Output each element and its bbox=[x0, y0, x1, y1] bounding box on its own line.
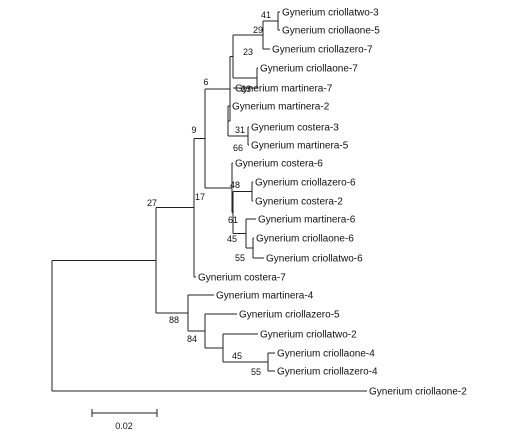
taxon-label: Gynerium criollazero-4 bbox=[277, 367, 378, 378]
bootstrap-value: 23 bbox=[243, 47, 253, 57]
taxon-label: Gynerium criollatwo-3 bbox=[282, 8, 379, 19]
taxon-label: Gynerium criollatwo-2 bbox=[260, 330, 357, 341]
taxon-label: Gynerium criollaone-2 bbox=[369, 387, 467, 398]
taxon-label: Gynerium criollatwo-6 bbox=[266, 254, 363, 265]
bootstrap-value: 61 bbox=[228, 215, 238, 225]
taxon-label: Gynerium costera-2 bbox=[255, 197, 343, 208]
taxon-label: Gynerium martinera-6 bbox=[258, 215, 356, 226]
taxon-label: Gynerium costera-6 bbox=[235, 159, 323, 170]
bootstrap-value: 23 bbox=[241, 84, 251, 94]
bootstrap-value: 55 bbox=[251, 367, 261, 377]
taxon-label: Gynerium costera-7 bbox=[198, 273, 286, 284]
bootstrap-value: 17 bbox=[195, 192, 205, 202]
taxon-label: Gynerium criollaone-4 bbox=[277, 349, 375, 360]
bootstrap-value: 66 bbox=[233, 143, 243, 153]
bootstrap-value: 48 bbox=[230, 180, 240, 190]
taxon-label: Gynerium criollazero-7 bbox=[272, 45, 373, 56]
taxon-label: Gynerium costera-3 bbox=[251, 123, 339, 134]
taxon-label: Gynerium martinera-5 bbox=[251, 141, 349, 152]
bootstrap-value: 84 bbox=[187, 334, 197, 344]
taxon-label: Gynerium criollaone-7 bbox=[260, 64, 358, 75]
bootstrap-value: 6 bbox=[203, 77, 208, 87]
bootstrap-value: 27 bbox=[147, 198, 157, 208]
bootstrap-value: 31 bbox=[235, 125, 245, 135]
bootstrap-value: 45 bbox=[227, 234, 237, 244]
taxon-label: Gynerium criollaone-6 bbox=[256, 234, 354, 245]
bootstrap-value: 88 bbox=[169, 315, 179, 325]
bootstrap-value: 29 bbox=[253, 25, 263, 35]
taxon-label: Gynerium criollazero-6 bbox=[255, 178, 356, 189]
scale-bar-label: 0.02 bbox=[115, 421, 133, 431]
taxon-label: Gynerium martinera-7 bbox=[235, 84, 333, 95]
taxon-label: Gynerium martinera-2 bbox=[232, 102, 330, 113]
bootstrap-value: 45 bbox=[232, 351, 242, 361]
bootstrap-value: 55 bbox=[235, 253, 245, 263]
taxon-label: Gynerium criollaone-5 bbox=[282, 26, 380, 37]
taxon-label: Gynerium criollazero-5 bbox=[239, 310, 340, 321]
bootstrap-value: 9 bbox=[191, 125, 196, 135]
taxon-label: Gynerium martinera-4 bbox=[216, 291, 314, 302]
bootstrap-value: 41 bbox=[261, 10, 271, 20]
